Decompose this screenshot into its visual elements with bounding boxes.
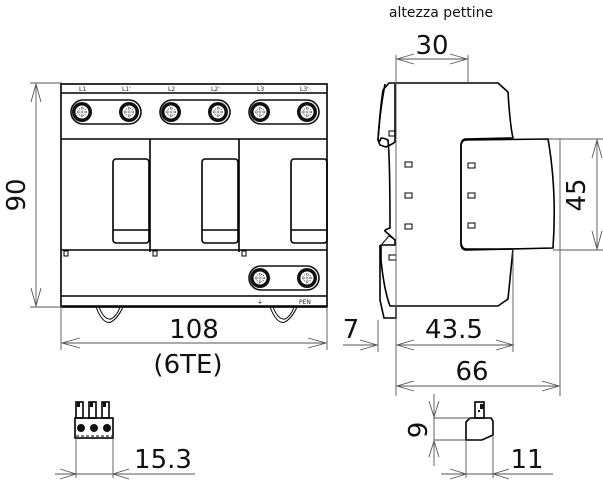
terminal-label-l1: L1 xyxy=(79,86,86,93)
front-view: L1 L1' L2 L2' L3 L3' ⏚ PEN 90 108 (6TE) xyxy=(2,82,328,380)
dimension-units-label: (6TE) xyxy=(153,350,222,380)
terminal-label-l2-prime: L2' xyxy=(211,86,220,93)
dimension-label: 66 xyxy=(455,357,488,387)
dimension-width-108: 108 (6TE) xyxy=(60,307,328,380)
dimension-label: 108 xyxy=(169,315,219,345)
terminal-label-l2: L2 xyxy=(168,86,175,93)
dimension-label: 11 xyxy=(510,445,543,475)
comb-side-view: 9 11 xyxy=(404,394,553,480)
module-window xyxy=(112,158,150,244)
terminal-pair-l3 xyxy=(248,99,320,125)
dimension-label: 9 xyxy=(404,422,434,439)
terminal-label-l3: L3 xyxy=(257,86,264,93)
dimension-rail-7: 7 xyxy=(343,315,379,351)
dimension-height-90: 90 xyxy=(2,82,62,308)
terminal-pair-l2 xyxy=(159,99,231,125)
terminal-label-l1-prime: L1' xyxy=(122,86,131,93)
side-view: altezza pettine 30 45 7 43.5 xyxy=(343,5,603,396)
dimension-label: 43.5 xyxy=(425,315,483,345)
dimension-depth-66: 66 xyxy=(395,357,561,392)
module-window xyxy=(201,158,239,244)
dimension-comb-30: altezza pettine 30 xyxy=(389,5,493,65)
dimension-label: 7 xyxy=(343,315,360,345)
dimension-label: 30 xyxy=(415,31,448,61)
ground-icon: ⏚ xyxy=(257,299,263,306)
dimension-depth-43-5: 43.5 xyxy=(395,315,515,351)
comb-front-view: 15.3 xyxy=(55,401,195,480)
comb-height-label: altezza pettine xyxy=(389,5,493,21)
pen-label: PEN xyxy=(299,299,311,306)
terminal-pair-l1 xyxy=(70,99,142,125)
dimension-front-45: 45 xyxy=(548,138,603,251)
terminal-label-l3-prime: L3' xyxy=(300,86,309,93)
terminal-pair-pen xyxy=(248,265,320,291)
module-window xyxy=(290,158,328,244)
dimension-label: 15.3 xyxy=(134,445,192,475)
dimension-label: 45 xyxy=(562,178,592,211)
dimension-label: 90 xyxy=(2,178,32,211)
